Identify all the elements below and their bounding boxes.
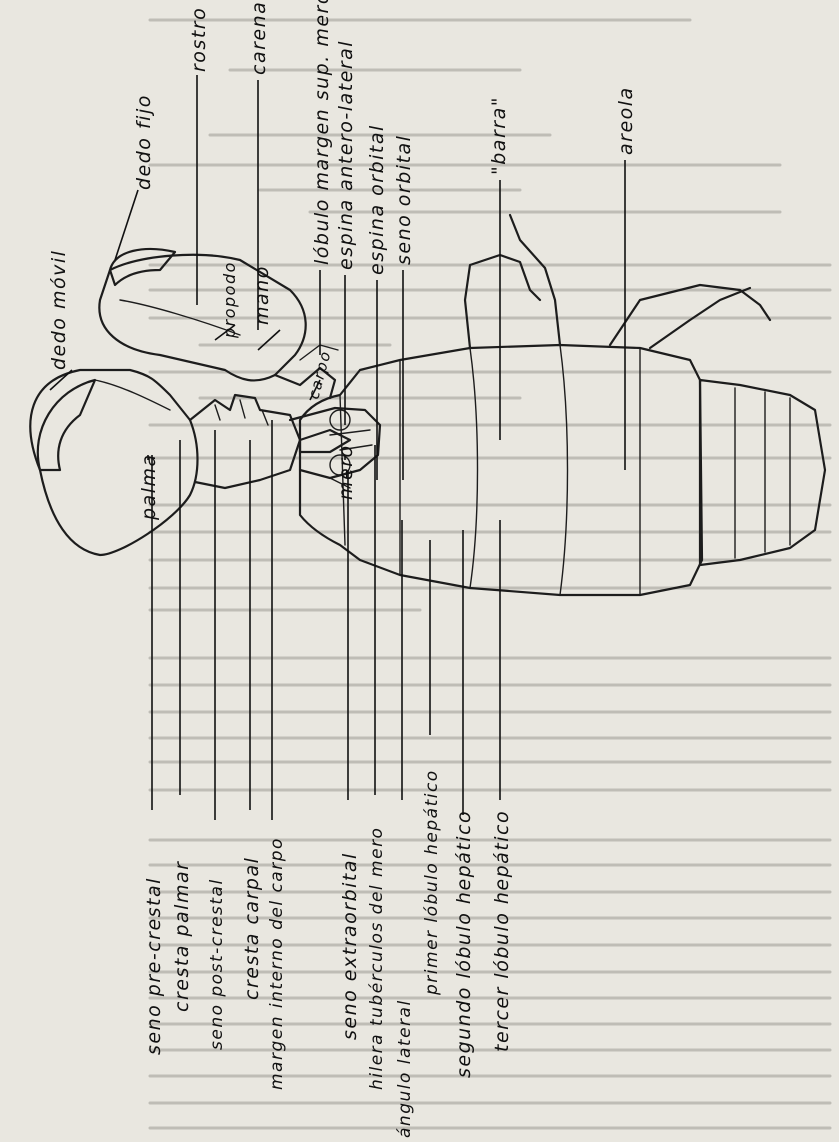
label-espina-antero-lateral: espina antero-lateral bbox=[335, 40, 357, 270]
label-lobulo-margen-sup-mero: lóbulo margen sup. mero bbox=[311, 0, 333, 265]
lower-chela-palm bbox=[30, 370, 197, 555]
crayfish-drawing bbox=[30, 215, 825, 595]
leader-mano bbox=[258, 330, 280, 350]
label-seno-post-crestal: seno post-crestal bbox=[207, 878, 227, 1050]
label-propodo: propodo bbox=[220, 261, 239, 339]
lower-carpus bbox=[190, 395, 300, 488]
label-hilera-tuberculos-del-mero: hilera tubérculos del mero bbox=[367, 827, 387, 1090]
label-barra: "barra" bbox=[488, 96, 510, 175]
label-seno-pre-crestal: seno pre-crestal bbox=[143, 877, 165, 1055]
label-areola: areola bbox=[615, 86, 637, 155]
label-carena: carena bbox=[248, 1, 270, 75]
label-rostro: rostro bbox=[188, 7, 210, 72]
label-seno-orbital: seno orbital bbox=[393, 135, 415, 265]
lower-chela-dactyl bbox=[38, 380, 95, 470]
label-cresta-carpal: cresta carpal bbox=[241, 857, 263, 1000]
label-tercer-lobulo-hepatico: tercer lóbulo hepático bbox=[491, 810, 513, 1052]
label-segundo-lobulo-hepatico: segundo lóbulo hepático bbox=[453, 810, 475, 1078]
label-seno-extraorbital: seno extraorbital bbox=[339, 852, 361, 1040]
walking-leg bbox=[465, 255, 540, 348]
labels: dedo móvil dedo fijo propodo rostro mano… bbox=[48, 0, 637, 1138]
label-angulo-lateral: ángulo lateral bbox=[395, 999, 415, 1138]
label-mano: mano bbox=[251, 265, 273, 325]
label-espina-orbital: espina orbital bbox=[366, 124, 388, 275]
walking-leg bbox=[610, 285, 770, 345]
label-dedo-movil: dedo móvil bbox=[48, 250, 70, 370]
label-palma: palma bbox=[138, 453, 160, 521]
label-mero: mero bbox=[335, 444, 357, 500]
label-margen-interno-del-carpo: margen interno del carpo bbox=[267, 837, 287, 1090]
abdomen bbox=[700, 380, 825, 565]
label-cresta-palmar: cresta palmar bbox=[171, 861, 193, 1012]
walking-leg bbox=[510, 215, 560, 345]
upper-chela-fixed-finger bbox=[110, 249, 175, 285]
label-primer-lobulo-hepatico: primer lóbulo hepático bbox=[422, 769, 442, 996]
label-dedo-fijo: dedo fijo bbox=[133, 94, 155, 190]
